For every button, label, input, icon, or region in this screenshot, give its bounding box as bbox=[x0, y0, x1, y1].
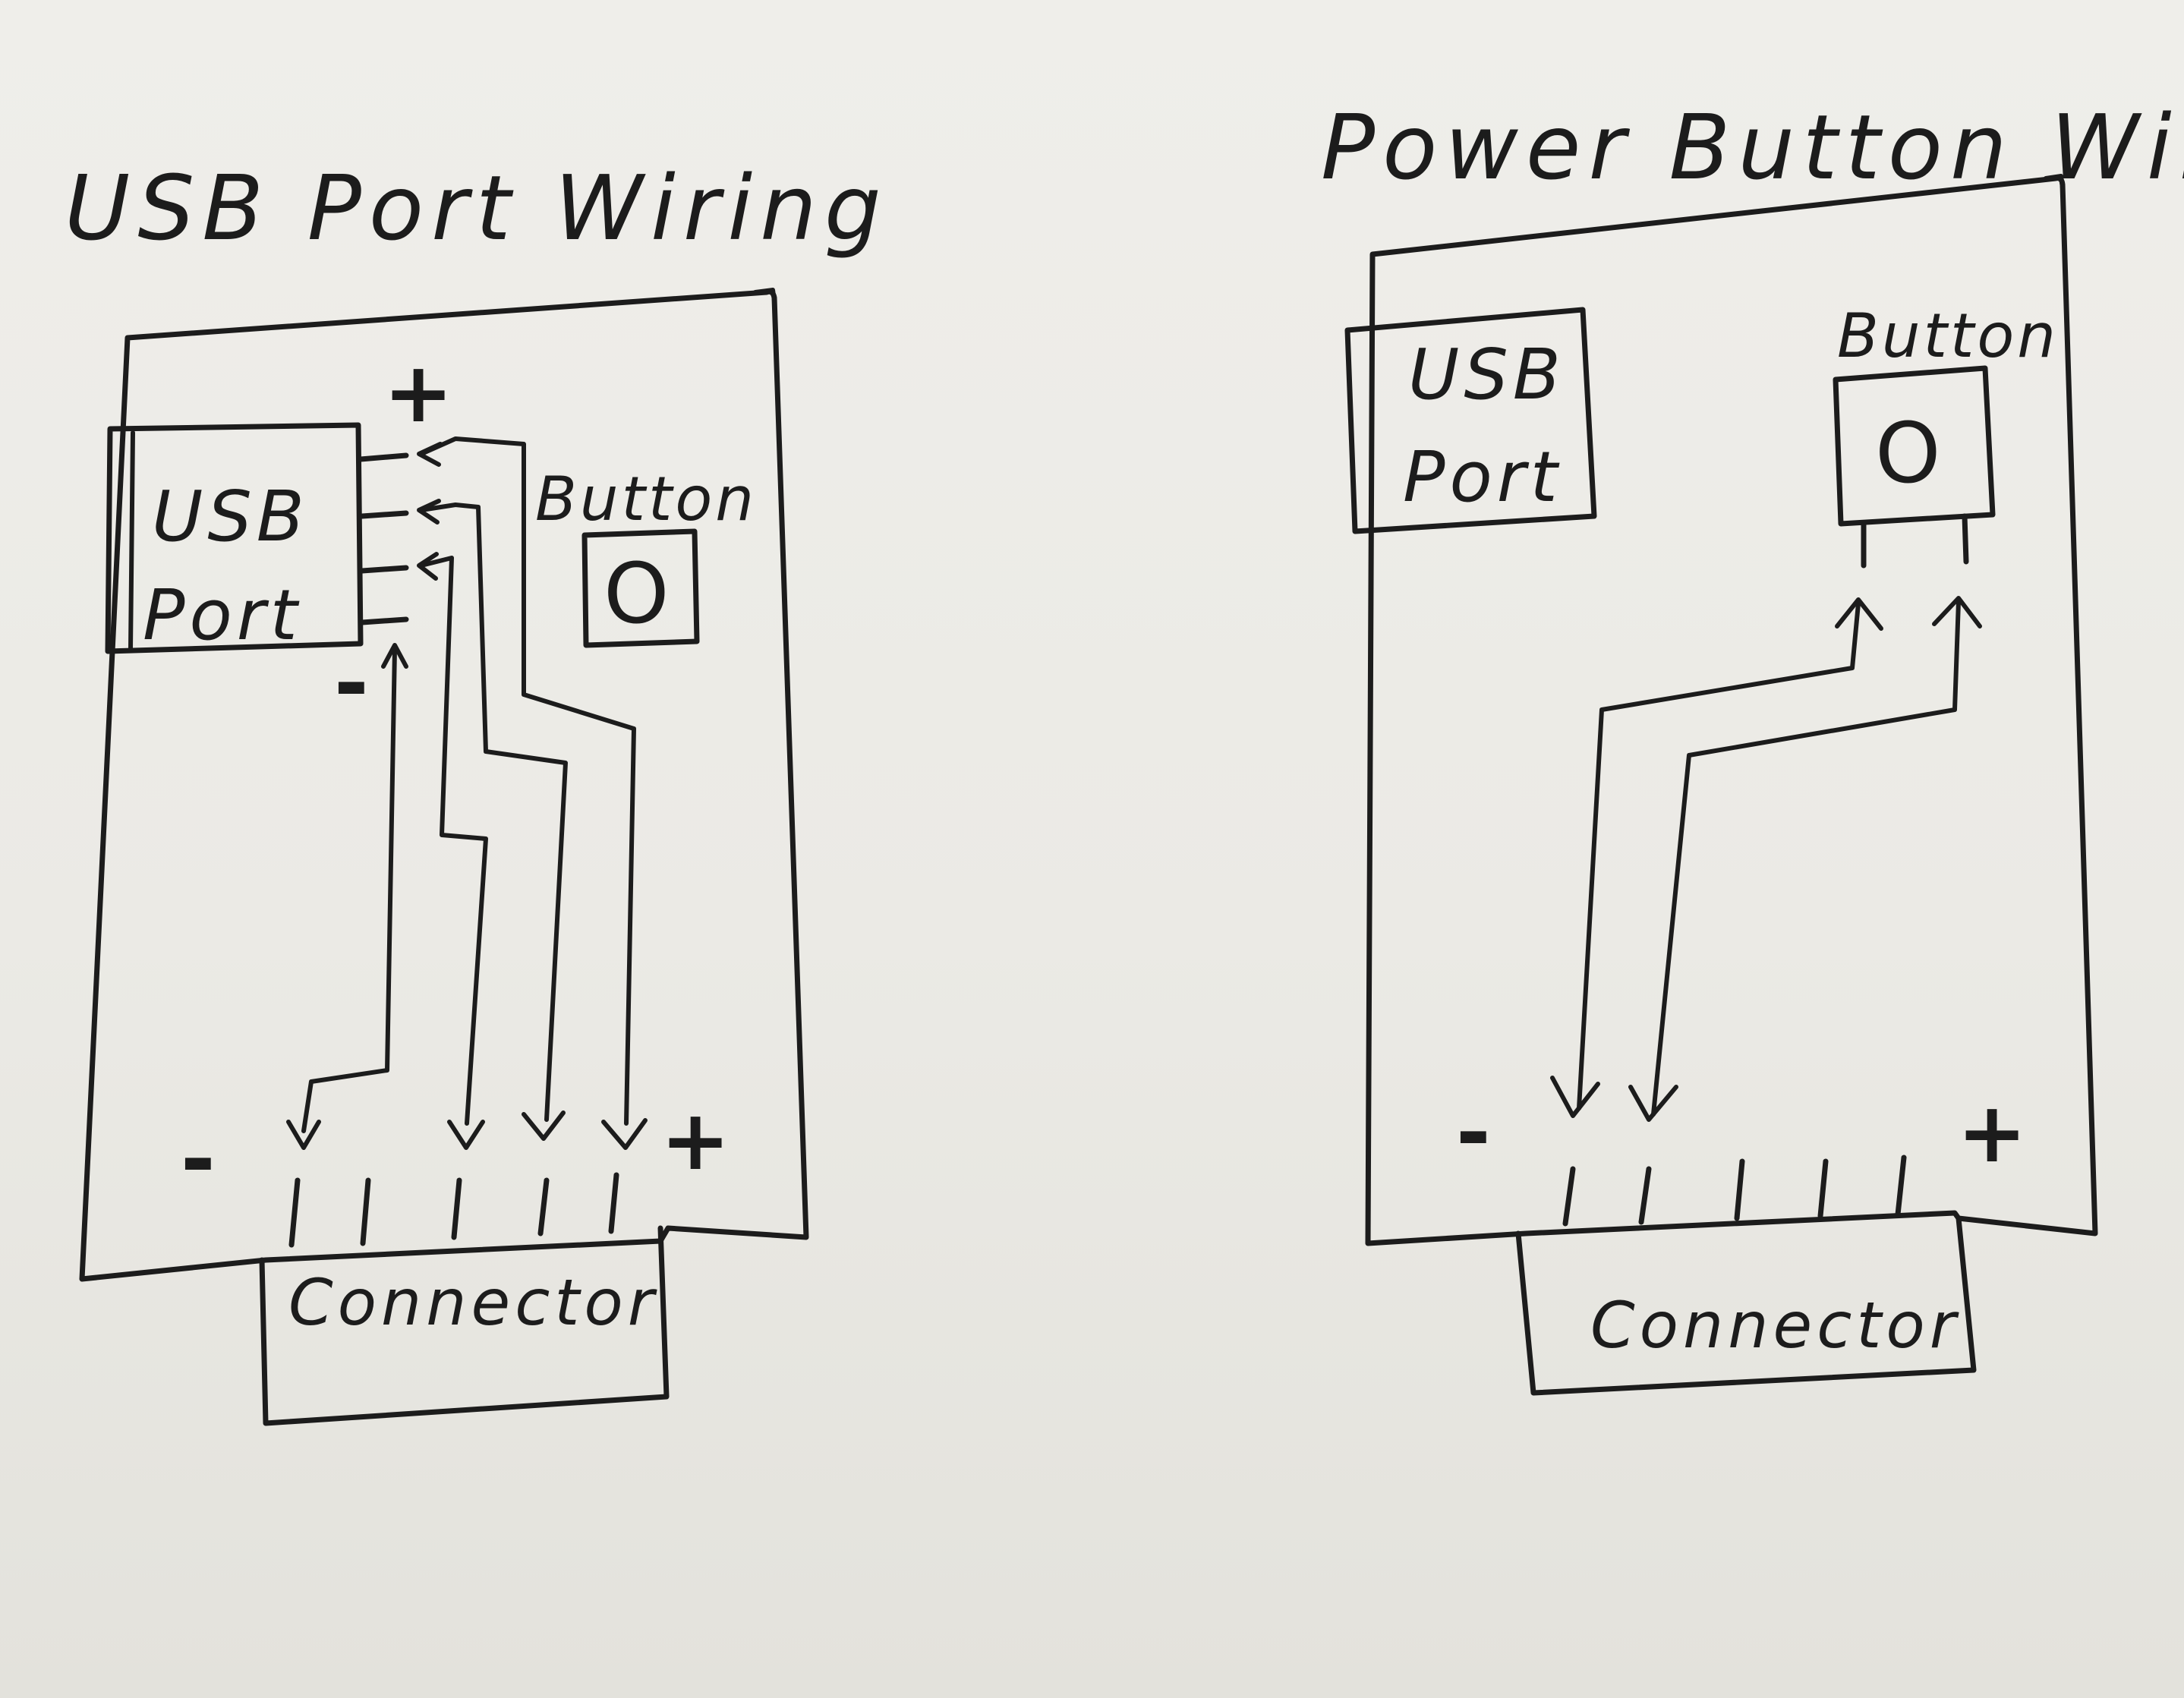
right-connector-pin-5 bbox=[1895, 1155, 1907, 1218]
left-minus-usb-label: - bbox=[334, 635, 369, 732]
left-usb-pin-4 bbox=[359, 616, 409, 625]
right-button-label: Button bbox=[1837, 301, 2059, 371]
left-usb-pin-1 bbox=[358, 452, 409, 462]
right-connector-pin-1 bbox=[1562, 1166, 1576, 1227]
right-arrowhead-button-2 bbox=[1932, 596, 1982, 628]
left-arrowhead-connector-3 bbox=[522, 1110, 566, 1141]
right-diagram-title: Power Button Wiring bbox=[1321, 95, 2184, 200]
right-usb-label-line1: USB bbox=[1408, 334, 1565, 415]
left-arrowhead-usb-4 bbox=[381, 643, 408, 669]
right-arrowhead-button-1 bbox=[1835, 597, 1883, 631]
left-connector-box bbox=[259, 1225, 670, 1426]
right-arrowhead-connector-1 bbox=[1550, 1076, 1600, 1118]
right-wire-2 bbox=[1651, 599, 1961, 1117]
right-connector-pin-4 bbox=[1817, 1158, 1829, 1219]
right-connector-pin-3 bbox=[1734, 1158, 1745, 1221]
left-button-label: Button bbox=[535, 464, 757, 534]
left-wire-minus bbox=[301, 647, 397, 1133]
left-wire-plus bbox=[419, 436, 636, 1126]
left-button-box bbox=[581, 528, 700, 648]
left-arrowhead-connector-2 bbox=[447, 1120, 485, 1150]
usb-port-wiring-diagram: USB Port Wiring USB Port + - Button O bbox=[65, 156, 889, 1426]
left-arrowhead-usb-3 bbox=[417, 552, 439, 581]
right-connector-pin-2 bbox=[1638, 1166, 1652, 1225]
right-button-symbol: O bbox=[1875, 405, 1941, 502]
left-usb-label-line1: USB bbox=[152, 476, 309, 557]
right-minus-connector-label: - bbox=[1456, 1084, 1491, 1181]
left-usb-pin-3 bbox=[359, 565, 409, 574]
left-connector-pin-1 bbox=[288, 1177, 301, 1248]
left-plus-connector-label: + bbox=[660, 1092, 730, 1189]
right-arrowhead-connector-2 bbox=[1628, 1085, 1678, 1122]
left-arrowhead-connector-1 bbox=[286, 1120, 321, 1150]
left-connector-pin-2 bbox=[360, 1177, 371, 1246]
right-connector-box bbox=[1515, 1215, 1977, 1396]
right-usb-port-box bbox=[1344, 307, 1597, 534]
left-connector-pin-3 bbox=[451, 1177, 462, 1240]
left-connector-label: Connector bbox=[288, 1265, 658, 1340]
left-board-corner-mark bbox=[753, 288, 777, 303]
left-usb-pin-2 bbox=[359, 510, 409, 519]
left-connector-pin-5 bbox=[608, 1172, 619, 1234]
left-wire-data-2 bbox=[419, 556, 488, 1126]
left-diagram-title: USB Port Wiring bbox=[65, 156, 889, 260]
left-usb-port-box-inner bbox=[128, 430, 135, 651]
left-arrowhead-usb-1 bbox=[417, 442, 443, 467]
right-usb-label-line2: Port bbox=[1403, 436, 1562, 518]
right-button-box bbox=[1833, 365, 1996, 527]
left-usb-port-box bbox=[105, 422, 364, 654]
left-arrowhead-usb-2 bbox=[417, 499, 441, 525]
left-connector-pin-4 bbox=[537, 1177, 550, 1236]
right-button-leg-2 bbox=[1962, 513, 1969, 565]
left-minus-connector-label: - bbox=[181, 1110, 216, 1208]
right-board-corner-mark bbox=[2044, 174, 2065, 191]
left-plus-top-label: + bbox=[383, 344, 453, 441]
right-plus-connector-label: + bbox=[1957, 1084, 2027, 1181]
left-button-symbol: O bbox=[604, 545, 670, 642]
left-wire-data-1 bbox=[419, 502, 568, 1122]
power-button-wiring-diagram: Power Button Wiring USB Port Button O - … bbox=[1321, 95, 2184, 1396]
right-connector-label: Connector bbox=[1590, 1288, 1960, 1362]
left-usb-label-line2: Port bbox=[143, 575, 302, 656]
left-arrowhead-connector-4 bbox=[601, 1118, 648, 1150]
right-wire-1 bbox=[1577, 601, 1861, 1110]
